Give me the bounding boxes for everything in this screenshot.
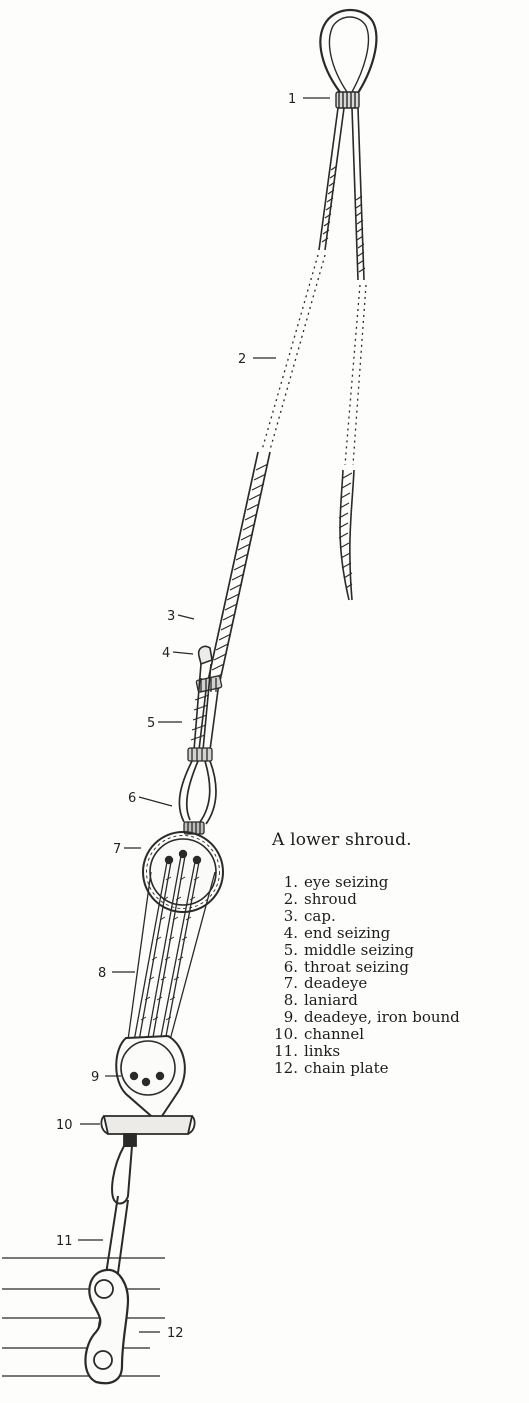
legend-number: 1. [272, 874, 298, 891]
legend-number: 2. [272, 891, 298, 908]
legend-number: 11. [272, 1043, 298, 1060]
middle-seizing [188, 748, 212, 761]
callout-7: 7 [113, 842, 121, 857]
shroud-loop [179, 761, 216, 824]
shroud-cap [199, 646, 212, 664]
legend-number: 8. [272, 992, 298, 1009]
chain-plate [2, 1258, 165, 1383]
legend-number: 12. [272, 1060, 298, 1077]
legend-number: 5. [272, 942, 298, 959]
legend-item: 12. chain plate [272, 1060, 524, 1077]
legend-item: 6. throat seizing [272, 959, 524, 976]
legend-item: 2. shroud [272, 891, 524, 908]
callout-labels: 1 2 3 4 5 6 7 8 9 10 11 12 [56, 92, 296, 1341]
callout-6: 6 [128, 791, 136, 806]
callout-8: 8 [98, 966, 106, 981]
callout-2: 2 [238, 352, 246, 367]
deadeye-iron-bound [116, 1036, 185, 1122]
legend-text: deadeye, iron bound [304, 1008, 460, 1026]
legend-text: cap. [304, 907, 336, 925]
legend-item: 9. deadeye, iron bound [272, 1009, 524, 1026]
callout-11: 11 [56, 1234, 73, 1249]
legend-number: 9. [272, 1009, 298, 1026]
legend-text: throat seizing [304, 958, 409, 976]
legend-number: 10. [272, 1026, 298, 1043]
legend-text: chain plate [304, 1059, 388, 1077]
legend-text: channel [304, 1025, 364, 1043]
callout-5: 5 [147, 716, 155, 731]
legend-number: 6. [272, 959, 298, 976]
callout-12: 12 [167, 1326, 184, 1341]
legend-list: 1. eye seizing 2. shroud 3. cap. 4. end seiz… [272, 874, 524, 1077]
legend-text: deadeye [304, 974, 367, 992]
legend-text: laniard [304, 991, 358, 1009]
shroud-loose-end [340, 470, 354, 600]
shroud-dotted [262, 255, 366, 465]
callout-4: 4 [162, 646, 170, 661]
legend-number: 7. [272, 975, 298, 992]
legend-text: links [304, 1042, 340, 1060]
callout-1: 1 [288, 92, 296, 107]
shroud-eye [320, 10, 376, 96]
legend-item: 3. cap. [272, 908, 524, 925]
legend-item: 11. links [272, 1043, 524, 1060]
callout-10: 10 [56, 1118, 73, 1133]
legend-item: 10. channel [272, 1026, 524, 1043]
callout-3: 3 [167, 609, 175, 624]
eye-seizing [336, 92, 359, 108]
legend-item: 8. laniard [272, 992, 524, 1009]
deadeye-upper [143, 832, 223, 912]
shroud-rope-main [206, 452, 270, 690]
rope-lay-main [210, 464, 268, 680]
legend-text: end seizing [304, 924, 390, 942]
legend-text: shroud [304, 890, 357, 908]
legend: A lower shroud. 1. eye seizing 2. shroud 3… [272, 830, 524, 1077]
legend-text: middle seizing [304, 941, 414, 959]
legend-number: 4. [272, 925, 298, 942]
callouts [78, 98, 330, 1332]
channel [101, 1116, 194, 1146]
diagram-caption: A lower shroud. [272, 830, 524, 850]
legend-number: 3. [272, 908, 298, 925]
legend-text: eye seizing [304, 873, 388, 891]
legend-item: 7. deadeye [272, 975, 524, 992]
callout-9: 9 [91, 1070, 99, 1085]
legend-item: 4. end seizing [272, 925, 524, 942]
shroud-legs-upper [319, 108, 364, 280]
legend-item: 1. eye seizing [272, 874, 524, 891]
legend-item: 5. middle seizing [272, 942, 524, 959]
